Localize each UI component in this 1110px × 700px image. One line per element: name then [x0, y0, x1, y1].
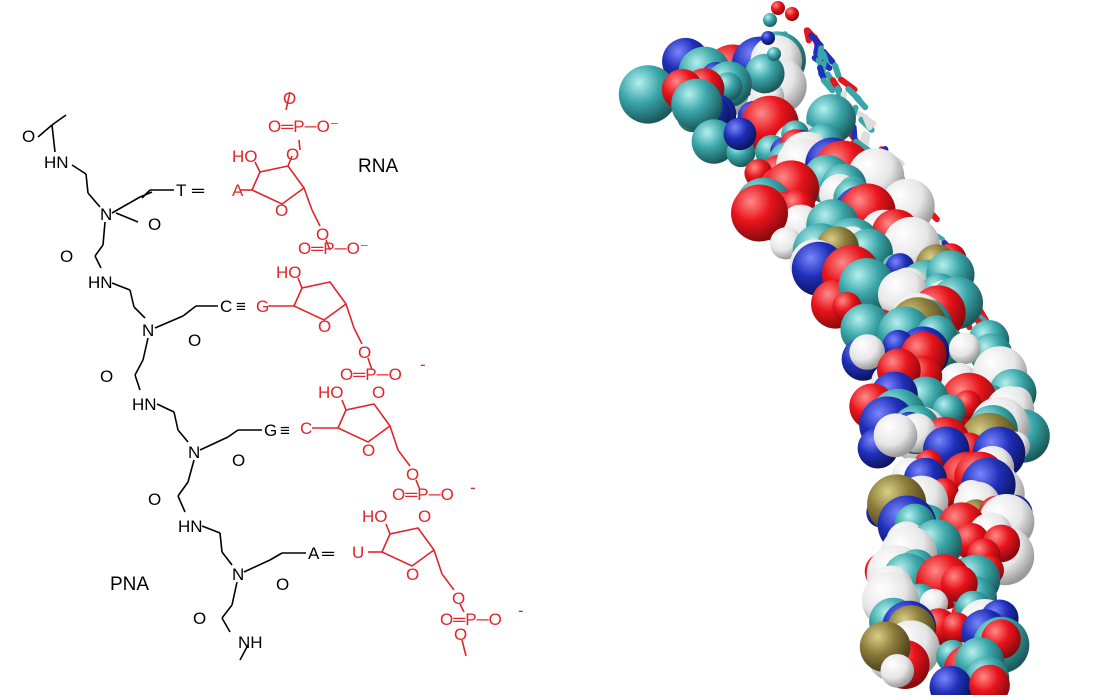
rna-phosphate-2: O═P─O — [340, 365, 402, 384]
space-filling-atoms — [619, 31, 1050, 695]
pna-base-t: T — [176, 181, 186, 200]
bond-stick — [866, 117, 870, 127]
atom-sphere — [874, 413, 918, 457]
atom-sphere — [724, 117, 757, 150]
rna-link-o-2: O — [358, 343, 371, 362]
pna-unit3-amide-o: O — [148, 490, 161, 509]
rna-phosphate-4: O═P─O — [440, 610, 502, 629]
rna-hydroxyl-3: HO — [318, 383, 344, 402]
pna-unit1-nitrogen: N — [100, 205, 112, 224]
rna-hydroxyl-1: HO — [232, 147, 258, 166]
bond-stick — [820, 68, 823, 78]
pna-terminal-carbonyl-o: O — [22, 127, 35, 146]
pna-bond-c-g: ≡ — [236, 297, 246, 316]
rna-label: RNA — [358, 156, 398, 177]
pna-unit4-nitrogen: N — [232, 565, 244, 584]
rna-phosphate-3: O═P─O — [392, 485, 454, 504]
rna-link-o-4a: O — [418, 507, 431, 526]
rna-charge-2: - — [420, 355, 426, 374]
rna-ring-o-3: O — [362, 441, 375, 460]
molecular-model-3d — [619, 1, 1050, 695]
bond-stick — [866, 135, 867, 145]
bond-stick — [835, 66, 838, 76]
pna-bond-g-c: ≡ — [280, 421, 290, 440]
pna-unit1-amine: HN — [88, 273, 113, 292]
rna-link-o-1: O — [286, 145, 299, 164]
chemical-structure: O HN N O O HN T ═ N O O HN C ≡ N O O HN … — [22, 89, 524, 660]
atom-sphere — [881, 654, 915, 688]
pna-terminal-amine: HN — [44, 153, 69, 172]
terminal-atom — [785, 7, 799, 21]
pna-label: PNA — [110, 574, 149, 595]
pna-bond-t-a: ═ — [191, 181, 205, 200]
rna-base-a: A — [232, 181, 244, 200]
rna-end-o: O — [454, 625, 467, 644]
pna-unit2-amine: HN — [132, 395, 157, 414]
rna-top-phosphate: O═P─O⁻ — [268, 117, 339, 136]
rna-ring-o-1: O — [275, 201, 288, 220]
pna-unit1-amide-o: O — [60, 247, 73, 266]
pna-base-c: C — [220, 297, 232, 316]
bond-stick — [820, 48, 821, 58]
rna-link-o-4: O — [452, 589, 465, 608]
rna-link-o-3a: O — [372, 383, 385, 402]
pna-unit2-amide-o: O — [100, 367, 113, 386]
rna-charge-3: - — [470, 478, 476, 497]
pna-unit4-linker-o: O — [276, 575, 289, 594]
pna-unit1-linker-o: O — [148, 215, 161, 234]
pna-unit3-nitrogen: N — [188, 443, 200, 462]
rna-base-g: G — [256, 297, 269, 316]
terminal-atom — [771, 1, 785, 15]
pna-bond-a-u: ═ — [321, 544, 335, 563]
pna-unit4-amide-o: O — [193, 609, 206, 628]
rna-top-o: O — [283, 89, 296, 108]
rna-hydroxyl-2: HO — [276, 263, 302, 282]
pna-unit2-nitrogen: N — [142, 321, 154, 340]
pna-unit3-amine: HN — [178, 517, 203, 536]
pna-terminal-amine-nh: NH — [238, 633, 263, 652]
pna-base-g: G — [264, 421, 277, 440]
pna-unit2-linker-o: O — [188, 331, 201, 350]
rna-base-u: U — [352, 543, 364, 562]
terminal-atom — [763, 13, 777, 27]
rna-charge-4: - — [518, 601, 524, 620]
rna-link-o-3: O — [406, 465, 419, 484]
rna-hydroxyl-4: HO — [362, 507, 388, 526]
rna-ring-o-2: O — [318, 317, 331, 336]
pna-unit3-linker-o: O — [232, 451, 245, 470]
rna-phosphate-1: O═P─O⁻ — [298, 239, 369, 258]
terminal-atom — [761, 31, 775, 45]
rna-ring-o-4: O — [406, 565, 419, 584]
atom-sphere — [949, 333, 981, 365]
terminal-atom — [767, 47, 781, 61]
pna-base-a: A — [308, 544, 320, 563]
rna-base-c: C — [300, 419, 312, 438]
